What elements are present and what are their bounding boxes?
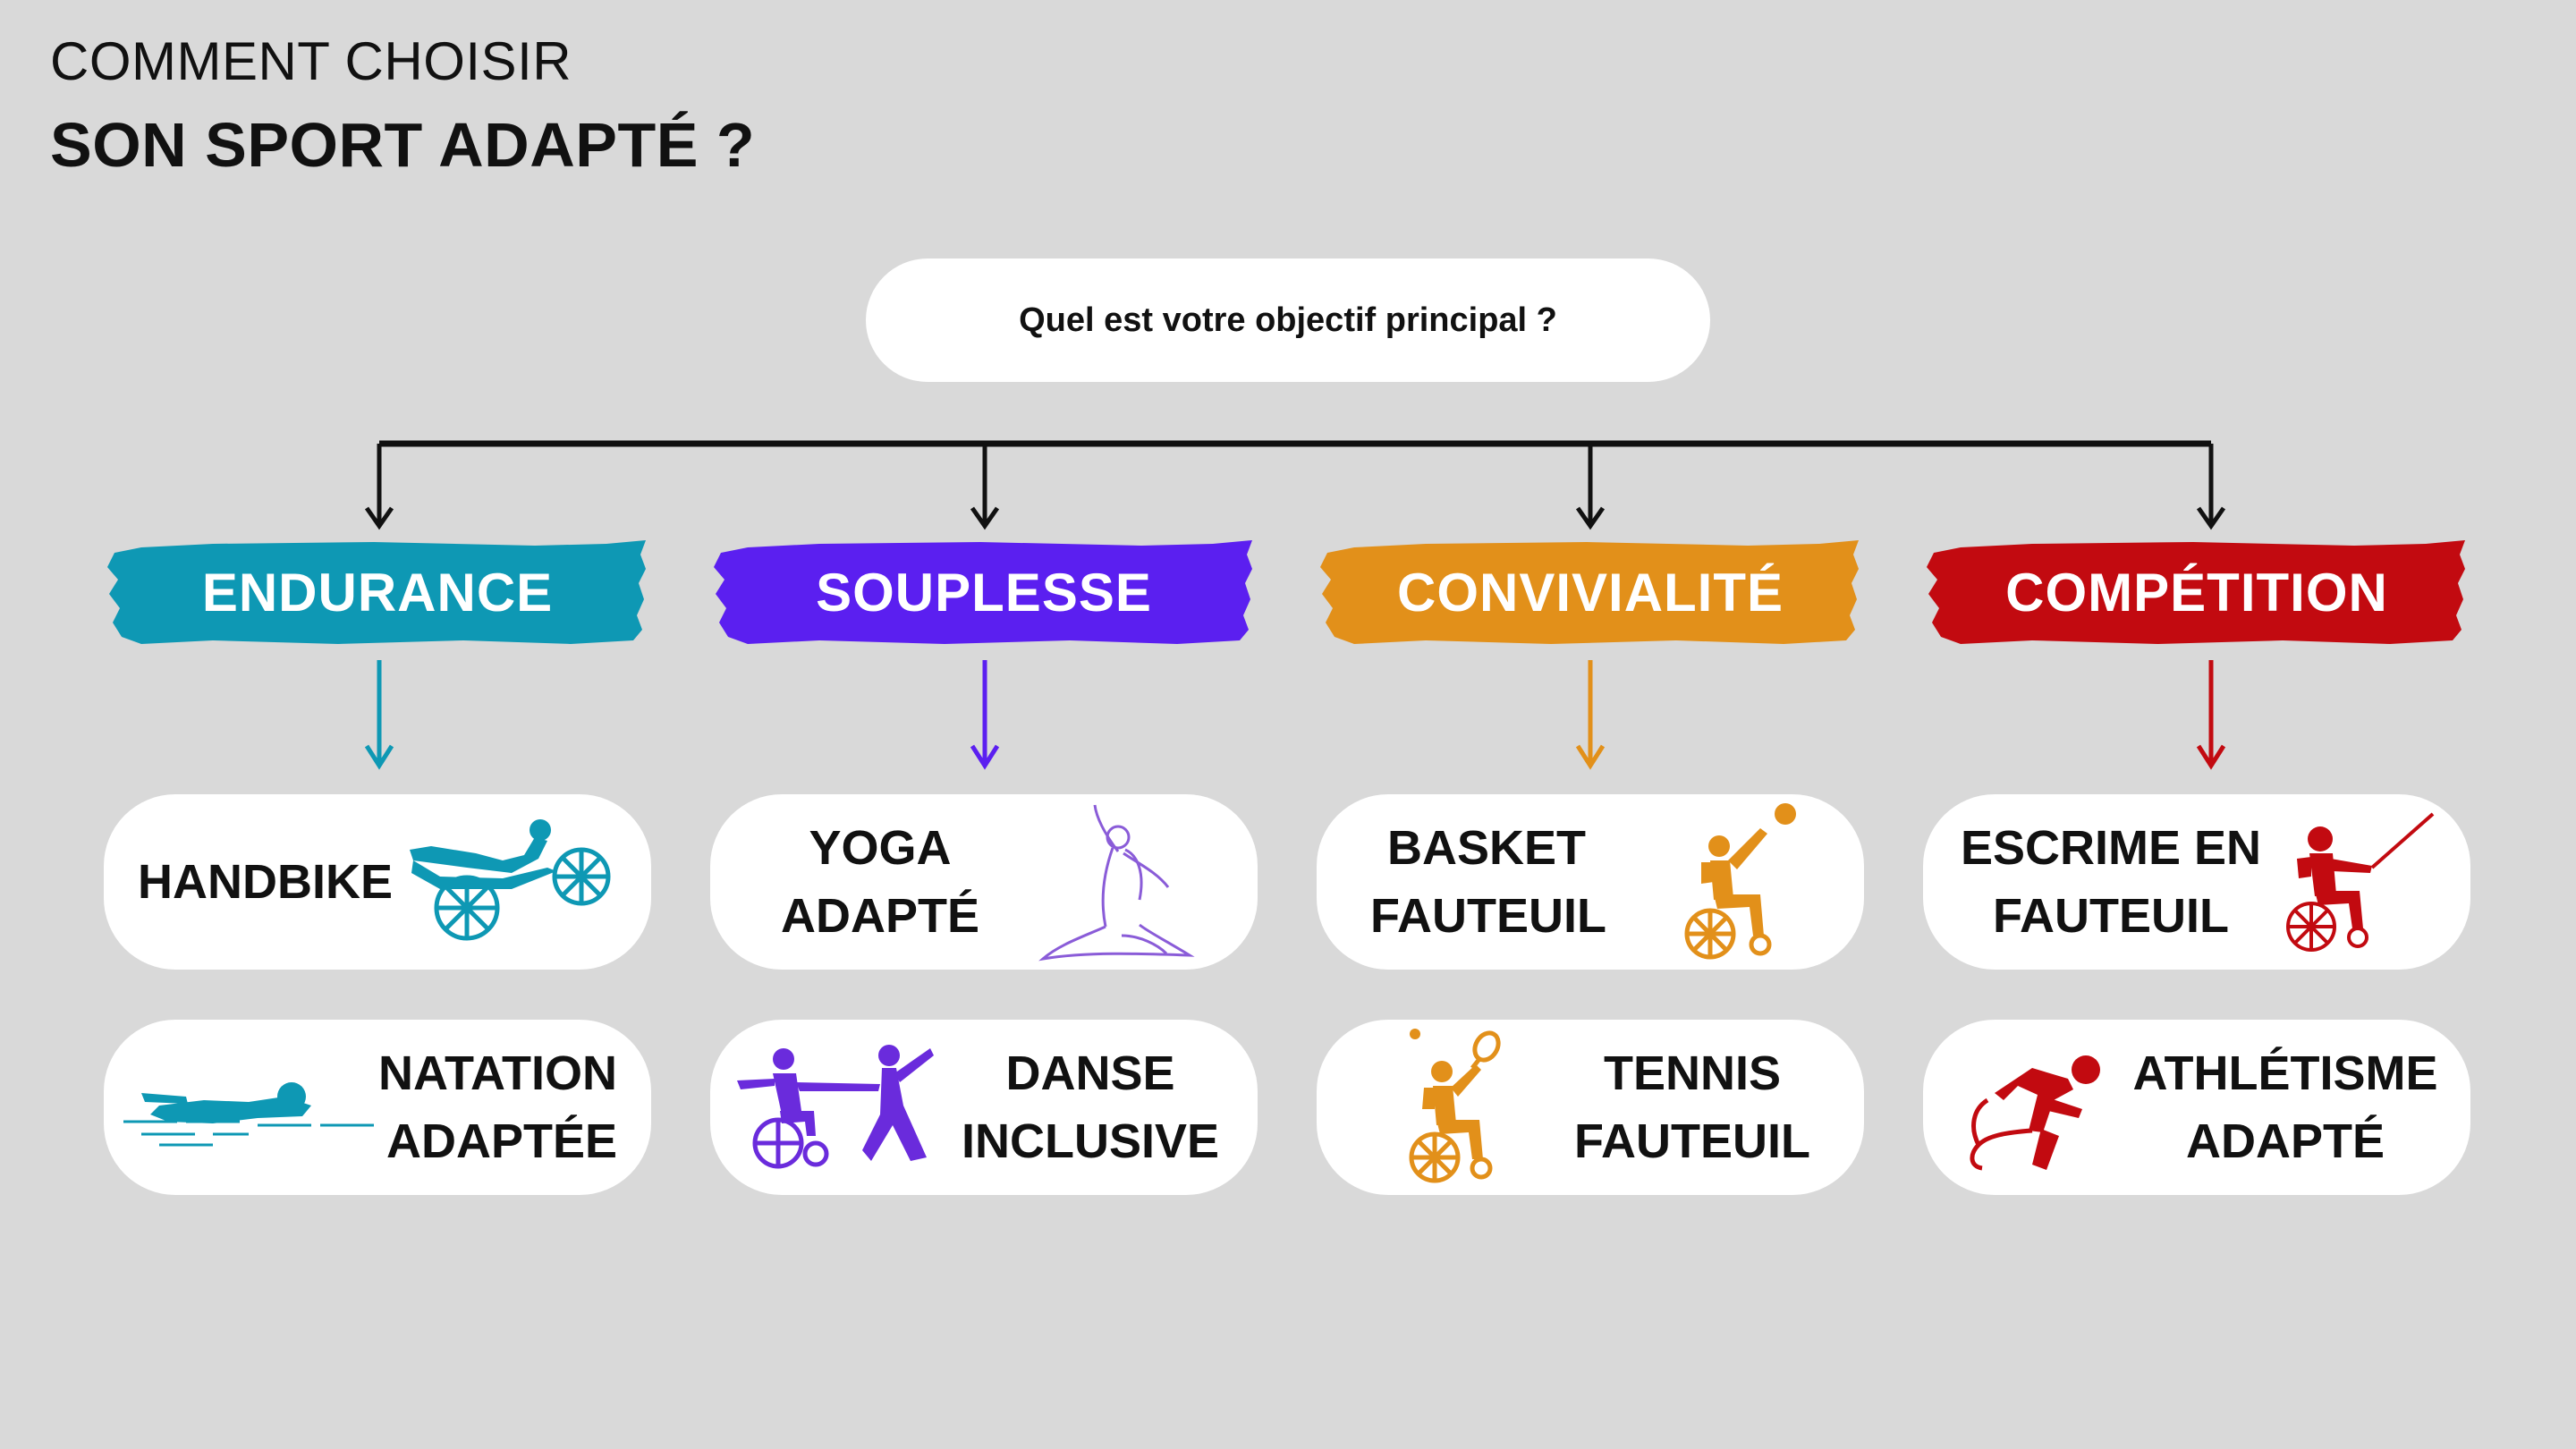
sport-card-athletisme: ATHLÉTISME ADAPTÉ [1923,1020,2470,1195]
category-label: SOUPLESSE [816,563,1152,623]
question-box: Quel est votre objectif principal ? [866,258,1710,382]
yoga-icon [1038,804,1195,962]
sport-name: HANDBIKE [138,855,394,909]
handbike-icon [410,819,611,941]
category-souplesse: SOUPLESSE [712,537,1256,648]
page-title: SON SPORT ADAPTÉ ? [50,110,756,180]
sport-card-escrime: ESCRIME EN FAUTEUIL [1923,794,2470,970]
sport-name: TENNIS FAUTEUIL [1574,1046,1810,1168]
sport-card-danse: DANSE INCLUSIVE [710,1020,1258,1195]
sport-name: BASKET FAUTEUIL [1370,821,1606,943]
sport-card-basket: BASKET FAUTEUIL [1317,794,1864,970]
wheelchair-tennis-icon [1409,1029,1501,1183]
category-label: CONVIVIALITÉ [1396,563,1784,623]
brush-stroke-shape [107,540,646,644]
brush-stroke-shape [714,540,1252,644]
wheelchair-fencing-icon [2286,812,2435,952]
sport-name: ATHLÉTISME ADAPTÉ [2132,1046,2438,1168]
sport-card-yoga: YOGA ADAPTÉ [710,794,1258,970]
runner-icon [1970,1055,2100,1171]
sport-name: NATATION ADAPTÉE [378,1046,617,1168]
sport-card-natation: NATATION ADAPTÉE [104,1020,651,1195]
arrow-endurance [364,660,394,770]
arrow-souplesse [970,660,1000,770]
wheelchair-basketball-icon [1684,803,1796,960]
brush-stroke-shape [1320,540,1859,644]
category-endurance: ENDURANCE [106,537,649,648]
page-subtitle: COMMENT CHOISIR [50,31,572,91]
dance-icon [737,1045,934,1169]
sport-name: ESCRIME EN FAUTEUIL [1960,821,2262,943]
brush-stroke-shape [1927,540,2465,644]
swimmer-icon [123,1082,374,1147]
sport-name: DANSE INCLUSIVE [961,1046,1220,1168]
arrow-convivialite [1575,660,1606,770]
sport-card-handbike: HANDBIKE [104,794,651,970]
arrow-competition [2196,660,2226,770]
category-label: ENDURANCE [201,563,554,623]
sport-name: YOGA ADAPTÉ [780,821,979,943]
sport-card-tennis: TENNIS FAUTEUIL [1317,1020,1864,1195]
category-label: COMPÉTITION [2005,563,2388,623]
category-convivialite: CONVIVIALITÉ [1318,537,1862,648]
category-competition: COMPÉTITION [1925,537,2469,648]
